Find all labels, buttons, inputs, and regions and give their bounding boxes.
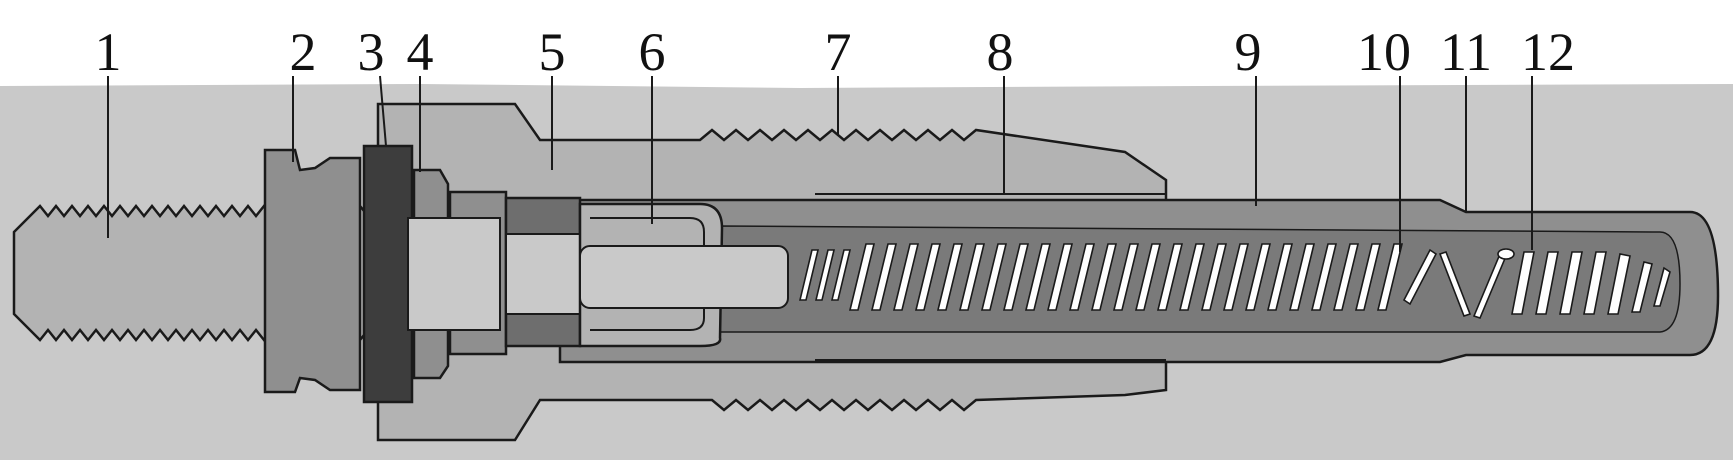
insulating-washer — [362, 144, 414, 404]
label-10: 10 — [1357, 22, 1411, 82]
connecting-rod — [579, 245, 789, 309]
label-11: 11 — [1440, 22, 1492, 82]
label-9: 9 — [1235, 22, 1262, 82]
center-electrode — [505, 233, 581, 315]
label-4: 4 — [407, 22, 434, 82]
label-7: 7 — [825, 22, 852, 82]
label-5: 5 — [539, 22, 566, 82]
sheath-gap — [815, 193, 1166, 361]
label-2: 2 — [290, 22, 317, 82]
label-12: 12 — [1521, 22, 1575, 82]
label-8: 8 — [987, 22, 1014, 82]
terminal-core — [407, 217, 501, 331]
sleeve-lobes — [590, 217, 705, 331]
heating-coil — [798, 243, 1671, 319]
label-6: 6 — [639, 22, 666, 82]
round-nut — [263, 148, 362, 394]
label-3: 3 — [358, 22, 385, 82]
label-1: 1 — [95, 22, 122, 82]
leader-lines — [107, 75, 1533, 252]
